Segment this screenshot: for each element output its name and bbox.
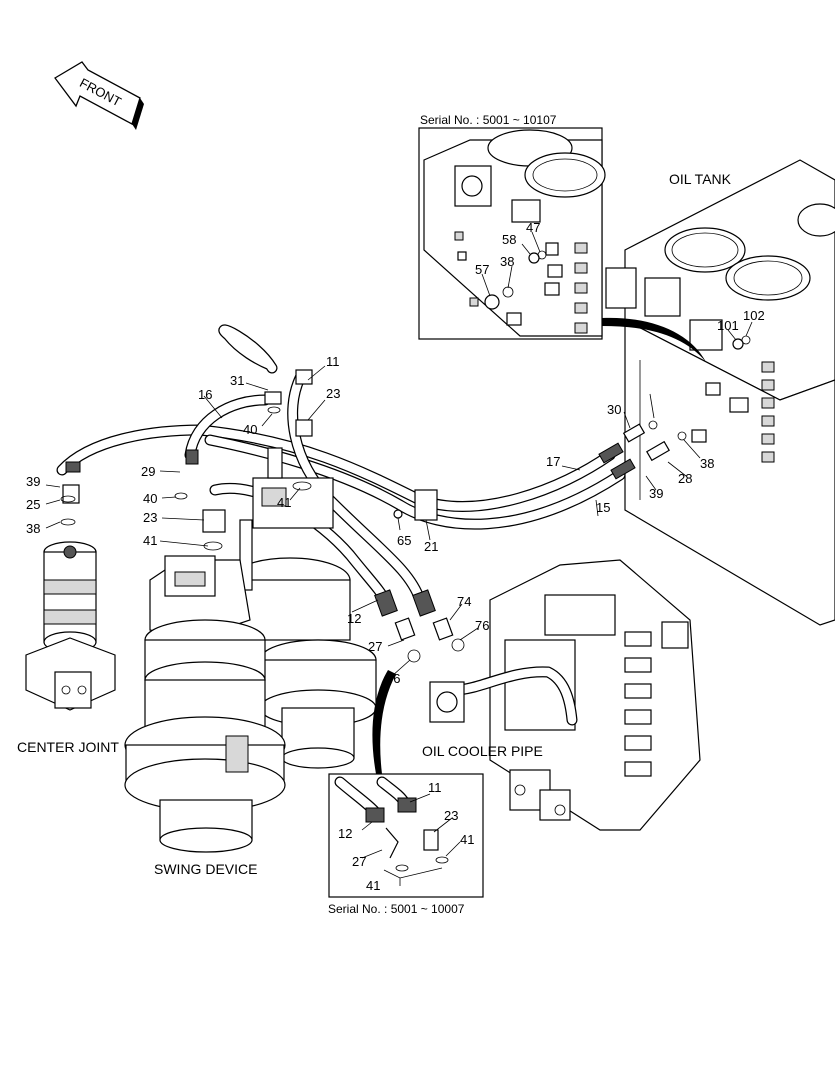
- bottom-inset-part-label: 41: [460, 832, 474, 847]
- part-number-label: 27: [368, 639, 382, 654]
- bottom-inset-part-label: 23: [444, 808, 458, 823]
- oil-cooler-pipe-drawing: [429, 666, 578, 726]
- top-inset-part-label: 38: [500, 254, 514, 269]
- top-inset-part-label: 57: [475, 262, 489, 277]
- part-57-plug: [484, 286, 514, 310]
- part-number-label: 25: [26, 497, 40, 512]
- part-number-label: 39: [26, 474, 40, 489]
- part-number-label: 39: [649, 486, 663, 501]
- tank-port-column: [761, 361, 775, 463]
- hose-17: [56, 424, 616, 512]
- bottom-inset-part-label: 27: [352, 854, 366, 869]
- part-number-label: 30: [607, 402, 621, 417]
- part-number-label: 21: [424, 539, 438, 554]
- part-number-label: 16: [198, 387, 212, 402]
- part-number-label: 23: [143, 510, 157, 525]
- top-inset: Serial No. : 5001 ~ 10107 47 58 38: [418, 113, 606, 340]
- part-number-label: 31: [230, 373, 244, 388]
- part-number-label: 29: [141, 464, 155, 479]
- callout-swoosh-top: [602, 317, 706, 362]
- bottom-inset-part-label: 41: [366, 878, 380, 893]
- swing-device-front: [124, 555, 286, 853]
- part-number-label: 76: [475, 618, 489, 633]
- top-inset-part-label: 47: [526, 220, 540, 235]
- hose-12: [209, 483, 391, 606]
- part-number-label: 38: [26, 521, 40, 536]
- part-number-label: 76: [386, 671, 400, 686]
- part-number-label: 28: [678, 471, 692, 486]
- part-number-label: 65: [397, 533, 411, 548]
- top-inset-serial: Serial No. : 5001 ~ 10107: [420, 113, 557, 127]
- part-number-label: 12: [347, 611, 361, 626]
- part-number-label: 40: [243, 422, 257, 437]
- top-inset-part-label: 102: [743, 308, 765, 323]
- center-joint-drawing: [25, 484, 116, 711]
- oil-cooler-pipe-caption: OIL COOLER PIPE: [422, 743, 543, 759]
- oil-tank-caption: OIL TANK: [669, 171, 732, 187]
- hose-16: [184, 394, 271, 461]
- part-number-label: 38: [700, 456, 714, 471]
- part-number-label: 17: [546, 454, 560, 469]
- part-number-label: 15: [596, 500, 610, 515]
- bottom-inset: 11 23 12 41 27 41: [328, 773, 484, 898]
- hose-15: [204, 434, 626, 530]
- top-inset-part-label: 58: [502, 232, 516, 247]
- leader-lines: [45, 365, 701, 677]
- part-number-label: 11: [326, 354, 340, 369]
- callout-swoosh-bottom: [372, 670, 396, 774]
- top-inset-part-label: 101: [717, 318, 739, 333]
- valve-spool-column: [624, 631, 652, 777]
- part-number-label: 74: [457, 594, 471, 609]
- front-arrow-icon: FRONT: [54, 61, 144, 130]
- part-number-label: 23: [326, 386, 340, 401]
- center-joint-caption: CENTER JOINT: [17, 739, 119, 755]
- hose-31-loop: [218, 324, 278, 374]
- part-number-label: 40: [143, 491, 157, 506]
- part-number-label: 41: [277, 495, 291, 510]
- oil-tank-drawing: [605, 159, 835, 626]
- bottom-inset-part-label: 11: [428, 780, 442, 795]
- control-valve-drawing: [489, 559, 701, 831]
- bottom-inset-part-label: 12: [338, 826, 352, 841]
- part-number-label: 41: [143, 533, 157, 548]
- swing-device-caption: SWING DEVICE: [154, 861, 257, 877]
- bottom-inset-serial: Serial No. : 5001 ~ 10007: [328, 902, 465, 916]
